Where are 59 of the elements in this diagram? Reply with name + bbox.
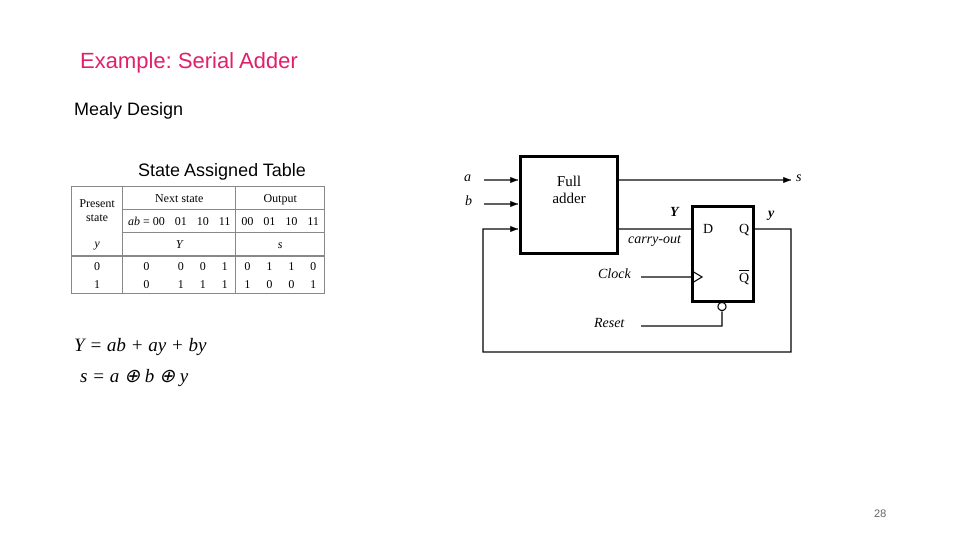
table-cell: 1: [200, 276, 206, 290]
arrow: [482, 226, 792, 353]
edge-label: y: [768, 206, 774, 222]
table-cell: 0: [94, 258, 100, 272]
table-cell: 1: [244, 276, 250, 290]
table-cell: 1: [222, 276, 228, 290]
table-cell: Present state: [79, 196, 115, 224]
table-cell: 1: [266, 258, 272, 272]
equation: s = a ⊕ b ⊕ y: [80, 365, 188, 388]
block-label: Full adder: [551, 174, 587, 208]
edge-label: carry-out: [628, 232, 681, 248]
signal-label: Clock: [598, 267, 631, 283]
table-cell: 10: [285, 214, 298, 228]
table-title: State Assigned Table: [138, 160, 306, 181]
table-cell: 1: [288, 258, 294, 272]
signal-label: b: [465, 194, 472, 210]
table-cell: Next state: [155, 190, 204, 204]
pin-label: Q: [739, 222, 750, 238]
table-cell: y: [94, 236, 100, 250]
pin-label: D: [703, 222, 714, 238]
table-cell: Y: [176, 236, 183, 250]
signal-label: a: [464, 170, 471, 186]
table-cell: ab = 00: [128, 214, 165, 228]
table-cell: 0: [178, 258, 184, 272]
table-cell: 1: [178, 276, 184, 290]
table-cell: 11: [307, 214, 319, 228]
wire: [619, 228, 691, 230]
table-cell: 0: [310, 258, 316, 272]
table-cell: 0: [200, 258, 206, 272]
table-cell: 11: [218, 214, 230, 228]
heading: Mealy Design: [74, 99, 184, 120]
slide-title: Example: Serial Adder: [80, 48, 298, 74]
table-cell: 01: [174, 214, 187, 228]
arrow: [619, 176, 791, 184]
table-cell: 1: [94, 276, 100, 290]
equation: Y = ab + ay + by: [74, 335, 206, 357]
table-cell: s: [278, 236, 282, 250]
full-adder-block: [519, 155, 619, 255]
page-number: 28: [874, 508, 886, 520]
table-cell: 1: [310, 276, 316, 290]
table-cell: 0: [143, 258, 150, 272]
table-cell: 0: [266, 276, 272, 290]
signal-label: Reset: [594, 316, 624, 332]
table-cell: 0: [143, 276, 150, 290]
arrow: [484, 200, 518, 208]
flip-flop-block: [691, 205, 755, 303]
arrow: [484, 176, 518, 184]
signal-label: Y: [670, 205, 679, 221]
pin-label: Q: [739, 271, 750, 287]
table-cell: 00: [241, 214, 254, 228]
table-cell: 0: [244, 258, 250, 272]
table-cell: 10: [196, 214, 209, 228]
wire: [641, 302, 727, 327]
table-cell: Output: [263, 190, 297, 204]
table-cell: 1: [222, 258, 228, 272]
arrow: [641, 270, 703, 284]
table-cell: 01: [263, 214, 276, 228]
signal-label: s: [796, 170, 802, 186]
table-cell: 0: [288, 276, 294, 290]
